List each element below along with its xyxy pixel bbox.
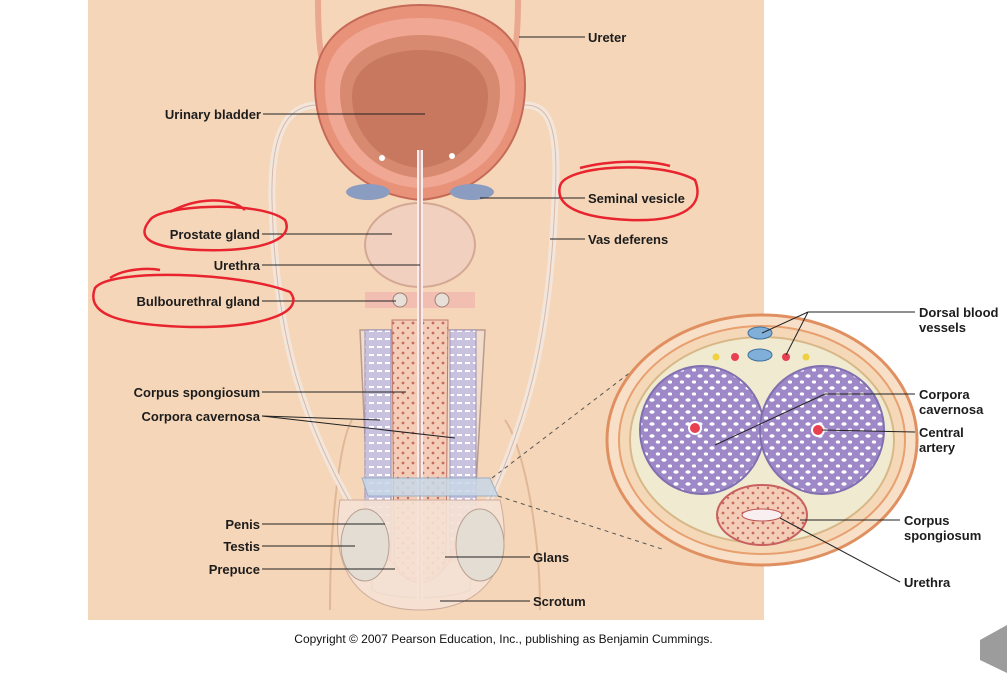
leader-dorsal-c xyxy=(785,311,809,356)
projection-line-top xyxy=(491,364,641,479)
xs-urethra xyxy=(741,508,783,522)
label-xs-urethra: Urethra xyxy=(904,575,951,590)
testis-right xyxy=(455,508,505,582)
label-prostate-gland: Prostate gland xyxy=(169,227,260,242)
copyright-notice: Copyright © 2007 Pearson Education, Inc.… xyxy=(294,632,713,646)
thigh-line-right xyxy=(504,419,541,611)
xs-nerve-right xyxy=(802,353,810,361)
xs-dorsal-artery-left xyxy=(731,353,739,361)
label-vas-deferens: Vas deferens xyxy=(588,232,669,247)
label-xs-corpora-cavernosa: Corpora cavernosa xyxy=(919,387,984,417)
label-urethra: Urethra xyxy=(213,258,260,273)
red-stroke-seminal-vesicle xyxy=(579,160,671,170)
slide-nav-icon xyxy=(980,625,1007,673)
bulbourethral-gland-right-shape xyxy=(434,292,450,308)
seminal-vesicle-left xyxy=(346,184,390,200)
seminal-vesicle-right xyxy=(450,184,494,200)
label-corpora-cavernosa: Corpora cavernosa xyxy=(141,409,261,424)
label-bulbourethral-gland: Bulbourethral gland xyxy=(136,294,261,309)
red-stroke-bulbourethral xyxy=(109,267,161,280)
ureter-opening-right xyxy=(449,153,455,159)
xs-dorsal-vessel-center xyxy=(747,326,773,340)
leader-xs-cavernosa-b xyxy=(714,393,826,446)
leader-corpora-cavernosa-b xyxy=(261,415,456,439)
bladder-interior xyxy=(352,50,488,168)
red-circle-prostate xyxy=(143,205,288,252)
vas-deferens-right-edge xyxy=(479,104,557,521)
label-dorsal-blood-vessels: Dorsal blood vessels xyxy=(919,305,999,335)
label-glans: Glans xyxy=(533,550,570,565)
xs-central-artery-left xyxy=(688,421,702,435)
label-prepuce: Prepuce xyxy=(208,562,260,577)
red-stroke-prostate xyxy=(169,199,246,214)
xs-corpus-cavernosum-left xyxy=(639,365,765,495)
thigh-line-left xyxy=(329,419,353,611)
ureter-opening-left xyxy=(379,155,385,161)
leader-xs-urethra xyxy=(779,517,901,583)
label-urinary-bladder: Urinary bladder xyxy=(164,107,261,122)
label-central-artery: Central artery xyxy=(919,425,964,455)
label-xs-corpus-spongiosum: Corpus spongiosum xyxy=(904,513,982,543)
red-circle-bulbourethral xyxy=(92,273,295,329)
xs-dorsal-artery-right xyxy=(782,353,790,361)
section-plane xyxy=(361,477,499,497)
label-scrotum: Scrotum xyxy=(533,594,586,609)
label-seminal-vesicle: Seminal vesicle xyxy=(588,191,685,206)
vas-deferens-left-edge xyxy=(271,104,361,521)
testis-left xyxy=(340,508,390,582)
xs-dorsal-vein xyxy=(747,348,773,362)
bulbourethral-gland-left-shape xyxy=(392,292,408,308)
label-penis: Penis xyxy=(225,517,260,532)
xs-nerve-left xyxy=(712,353,720,361)
label-ureter: Ureter xyxy=(588,30,627,45)
leader-central-artery xyxy=(821,429,916,433)
leader-corpora-cavernosa-a xyxy=(261,415,381,421)
red-circle-seminal-vesicle xyxy=(558,166,699,222)
label-testis: Testis xyxy=(223,539,260,554)
label-corpus-spongiosum: Corpus spongiosum xyxy=(133,385,260,400)
leader-dorsal-b xyxy=(761,311,809,334)
projection-line-bottom xyxy=(497,495,666,551)
